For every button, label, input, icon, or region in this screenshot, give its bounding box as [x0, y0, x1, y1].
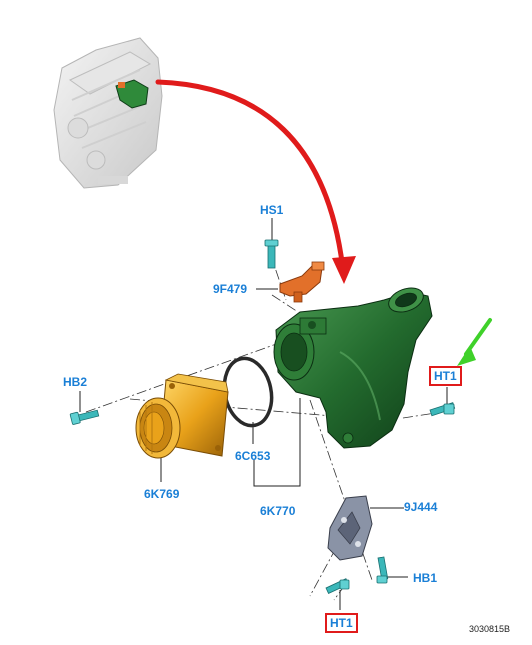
pulley-part: [135, 373, 229, 459]
pointer-curved-arrow: [155, 79, 356, 284]
heat-shield: [327, 495, 373, 561]
callout-seal: 6C653: [235, 449, 271, 463]
callout-ht1-bottom: HT1: [325, 613, 358, 633]
stud-ht1-bottom: [325, 578, 350, 594]
callout-pulley: 6K769: [144, 487, 180, 501]
callout-ht1-top: HT1: [429, 366, 462, 386]
thumbnail-housing-highlight: [115, 79, 149, 109]
bolt-hb2: [69, 409, 100, 425]
bolt-hs1: [264, 239, 279, 269]
callout-shield: 9J444: [404, 500, 438, 514]
sensor-part: [279, 261, 325, 303]
engine-thumbnail: [53, 37, 163, 189]
callout-hs1: HS1: [260, 203, 284, 217]
callout-sensor: 9F479: [213, 282, 248, 296]
thermostat-housing: [273, 287, 433, 449]
stud-ht1-top: [429, 402, 456, 417]
leader-lines: [79, 218, 448, 610]
indicator-arrow: [457, 318, 492, 366]
callout-hb2: HB2: [63, 375, 88, 389]
callout-hb1: HB1: [413, 571, 438, 585]
bolt-hb1: [376, 556, 389, 584]
reference-number: 3030815B: [468, 624, 510, 634]
callout-housing: 6K770: [260, 504, 296, 518]
